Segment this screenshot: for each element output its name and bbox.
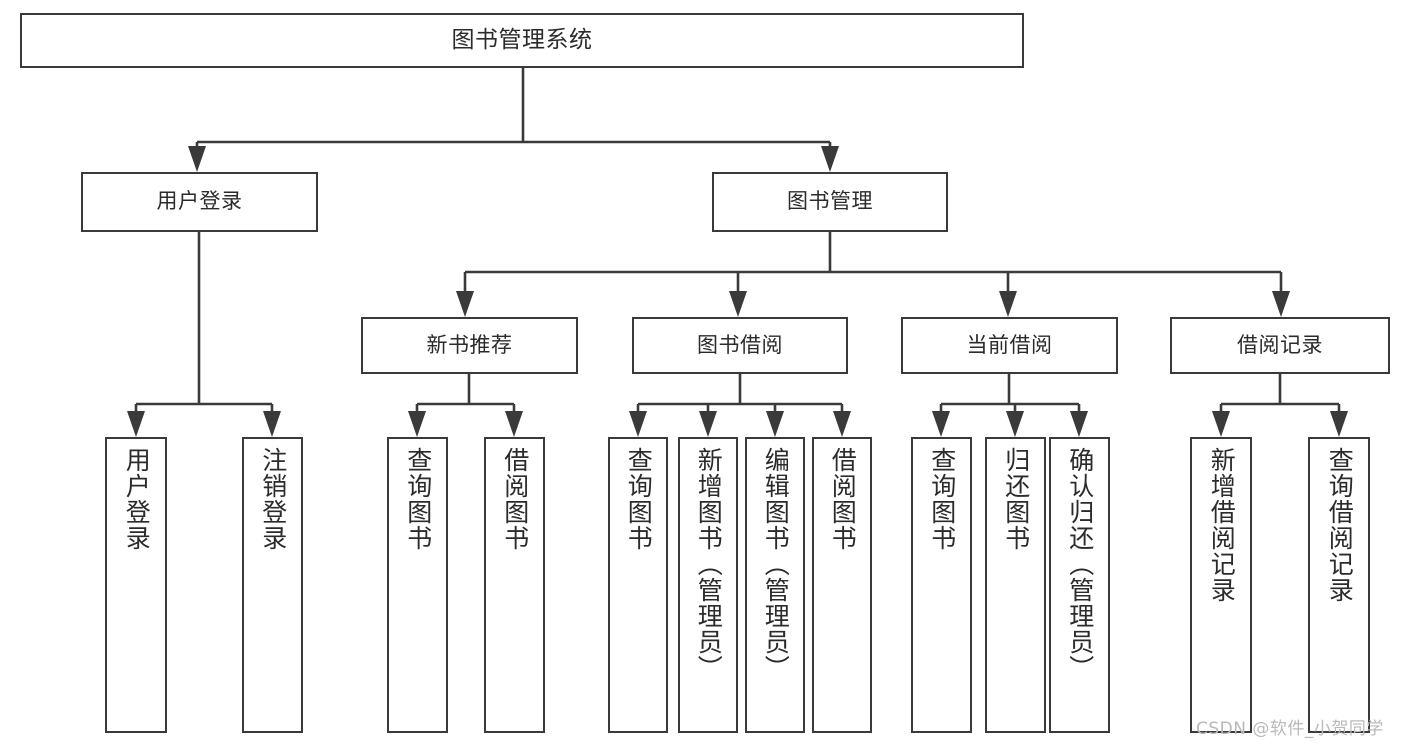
node-leaf-current-3[interactable]: 确认归还（管理员） (1049, 437, 1110, 733)
node-label: 用户登录 (156, 189, 243, 214)
node-root[interactable]: 图书管理系统 (20, 13, 1024, 68)
arrowhead-new-bus (408, 411, 426, 437)
node-label: 注销登录 (258, 447, 288, 551)
node-l2-new[interactable]: 新书推荐 (361, 317, 578, 374)
arrowhead-book-bus (999, 291, 1017, 317)
node-l1-login[interactable]: 用户登录 (81, 172, 318, 232)
node-label: 查询图书 (624, 447, 654, 551)
node-label: 当前借阅 (966, 332, 1053, 357)
arrowhead-record-bus (1330, 411, 1348, 437)
node-label: 确认归还（管理员） (1065, 447, 1095, 681)
node-label: 图书管理系统 (451, 26, 593, 53)
arrowhead-current-bus (1070, 411, 1088, 437)
node-leaf-new-1[interactable]: 查询图书 (387, 437, 448, 733)
node-leaf-current-1[interactable]: 查询图书 (911, 437, 972, 733)
node-label: 新增图书（管理员） (694, 447, 724, 681)
arrowhead-book-bus (456, 291, 474, 317)
node-label: 编辑图书（管理员） (761, 447, 791, 681)
node-l1-book[interactable]: 图书管理 (712, 172, 948, 232)
node-label: 借阅图书 (500, 447, 530, 551)
node-leaf-borrow-1[interactable]: 查询图书 (608, 437, 668, 733)
arrowhead-login-bus (127, 411, 145, 437)
arrowhead-book-bus (729, 291, 747, 317)
arrowhead-borrow-bus (699, 411, 717, 437)
watermark: CSDN @软件_小贺同学 (1196, 719, 1384, 739)
node-label: 归还图书 (1001, 447, 1031, 551)
node-label: 借阅图书 (828, 447, 858, 551)
node-l2-borrow[interactable]: 图书借阅 (632, 317, 848, 374)
node-leaf-record-1[interactable]: 新增借阅记录 (1190, 437, 1252, 733)
node-label: 用户登录 (122, 447, 152, 551)
node-l2-record[interactable]: 借阅记录 (1170, 317, 1390, 374)
node-leaf-borrow-4[interactable]: 借阅图书 (812, 437, 872, 733)
node-label: 新增借阅记录 (1207, 447, 1237, 603)
arrowhead-login-bus (263, 411, 281, 437)
arrowhead-borrow-bus (766, 411, 784, 437)
node-l2-current[interactable]: 当前借阅 (901, 317, 1118, 374)
node-label: 图书管理 (787, 189, 873, 214)
arrowhead-current-bus (932, 411, 950, 437)
node-leaf-new-2[interactable]: 借阅图书 (484, 437, 545, 733)
node-leaf-current-2[interactable]: 归还图书 (985, 437, 1046, 733)
node-label: 借阅记录 (1237, 332, 1323, 357)
node-leaf-login-1[interactable]: 用户登录 (105, 437, 167, 733)
node-label: 查询借阅记录 (1325, 447, 1355, 603)
node-leaf-login-2[interactable]: 注销登录 (242, 437, 303, 733)
node-leaf-record-2[interactable]: 查询借阅记录 (1308, 437, 1370, 733)
arrowhead-borrow-bus (833, 411, 851, 437)
node-label: 新书推荐 (426, 332, 513, 357)
arrowhead-book-bus (1272, 291, 1290, 317)
node-label: 查询图书 (403, 447, 433, 551)
node-leaf-borrow-2[interactable]: 新增图书（管理员） (678, 437, 738, 733)
arrowhead-borrow-bus (629, 411, 647, 437)
arrowhead-record-bus (1212, 411, 1230, 437)
arrowhead-root-bus (188, 146, 206, 172)
arrowhead-new-bus (505, 411, 523, 437)
node-label: 图书借阅 (697, 332, 783, 357)
node-label: 查询图书 (927, 447, 957, 551)
arrowhead-current-bus (1006, 411, 1024, 437)
node-leaf-borrow-3[interactable]: 编辑图书（管理员） (745, 437, 805, 733)
arrowhead-root-bus (821, 146, 839, 172)
